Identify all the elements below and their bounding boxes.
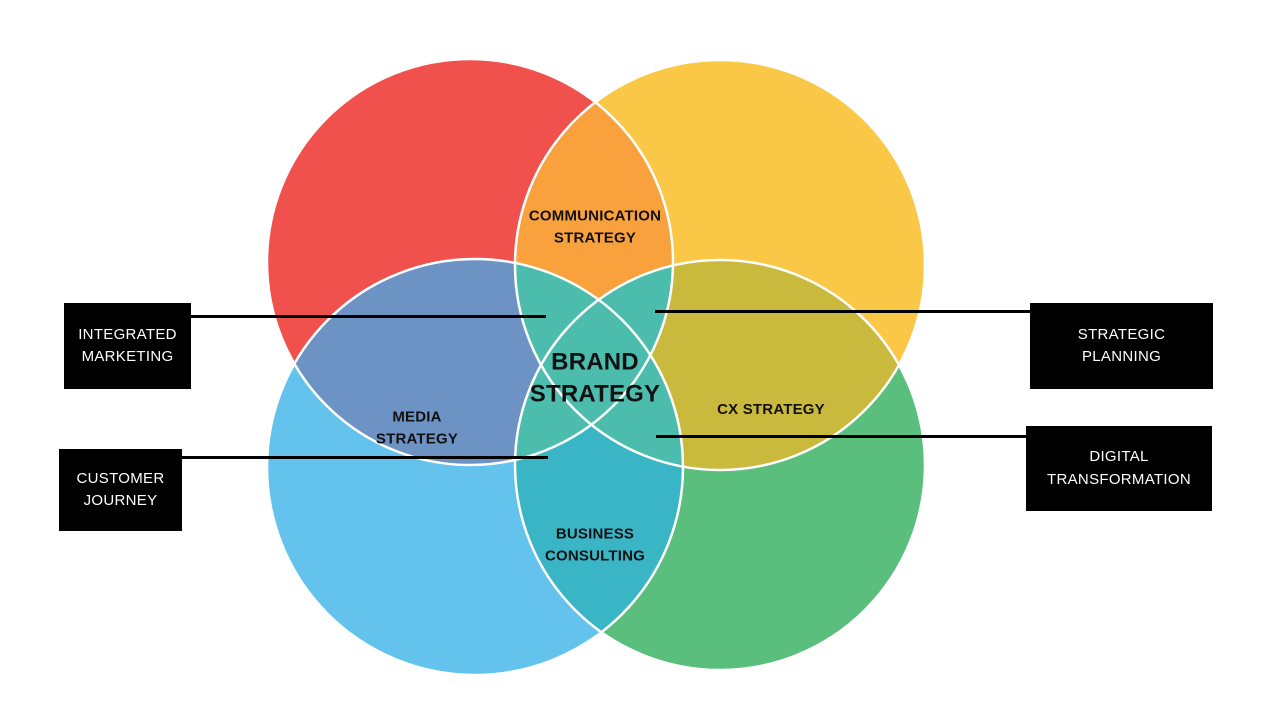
callout-customer-journey-line1: CUSTOMER: [76, 469, 165, 487]
label-brand-strategy-line2: STRATEGY: [529, 381, 661, 408]
connector-integrated-marketing: [190, 315, 546, 318]
label-media-strategy-line1: MEDIA: [392, 408, 442, 426]
callout-strategic-planning: STRATEGIC PLANNING: [1030, 303, 1213, 389]
outline-yellow: [513, 58, 927, 472]
callout-customer-journey-line2: JOURNEY: [83, 492, 158, 509]
label-business-consulting-line2: CONSULTING: [544, 547, 646, 564]
label-media-strategy-line2: STRATEGY: [375, 430, 459, 447]
label-brand-strategy-line1: BRAND: [551, 348, 639, 376]
label-communication-strategy-line1: COMMUNICATION: [528, 207, 662, 225]
callout-digital-transformation-line2: TRANSFORMATION: [1047, 470, 1191, 488]
label-media-strategy: MEDIA STRATEGY: [376, 406, 458, 450]
callout-strategic-planning-line1: STRATEGIC: [1077, 325, 1166, 343]
callout-digital-transformation-line1: DIGITAL: [1089, 448, 1149, 465]
callout-customer-journey: CUSTOMER JOURNEY: [59, 449, 182, 531]
connector-strategic-planning: [655, 310, 1031, 313]
label-communication-strategy-line2: STRATEGY: [553, 229, 637, 246]
outline-green: [513, 258, 927, 672]
callout-integrated-marketing: INTEGRATED MARKETING: [64, 303, 191, 389]
callout-digital-transformation: DIGITAL TRANSFORMATION: [1026, 426, 1212, 511]
callout-strategic-planning-line2: PLANNING: [1081, 348, 1162, 365]
label-business-consulting: BUSINESS CONSULTING: [545, 523, 645, 567]
label-brand-strategy: BRAND STRATEGY: [530, 347, 661, 412]
label-cx-strategy: CX STRATEGY: [717, 399, 825, 421]
circle-outlines: [265, 57, 927, 677]
label-communication-strategy: COMMUNICATION STRATEGY: [529, 205, 661, 249]
outline-blue: [265, 257, 685, 677]
outline-red: [265, 57, 675, 467]
connector-digital-transformation: [656, 435, 1027, 438]
connector-customer-journey: [181, 456, 548, 459]
overlap-center-b: [515, 259, 683, 470]
label-business-consulting-line1: BUSINESS: [555, 525, 635, 543]
callout-integrated-marketing-line1: INTEGRATED: [78, 325, 177, 343]
label-cx-strategy-line1: CX STRATEGY: [717, 401, 825, 419]
callout-integrated-marketing-line2: MARKETING: [81, 348, 174, 365]
